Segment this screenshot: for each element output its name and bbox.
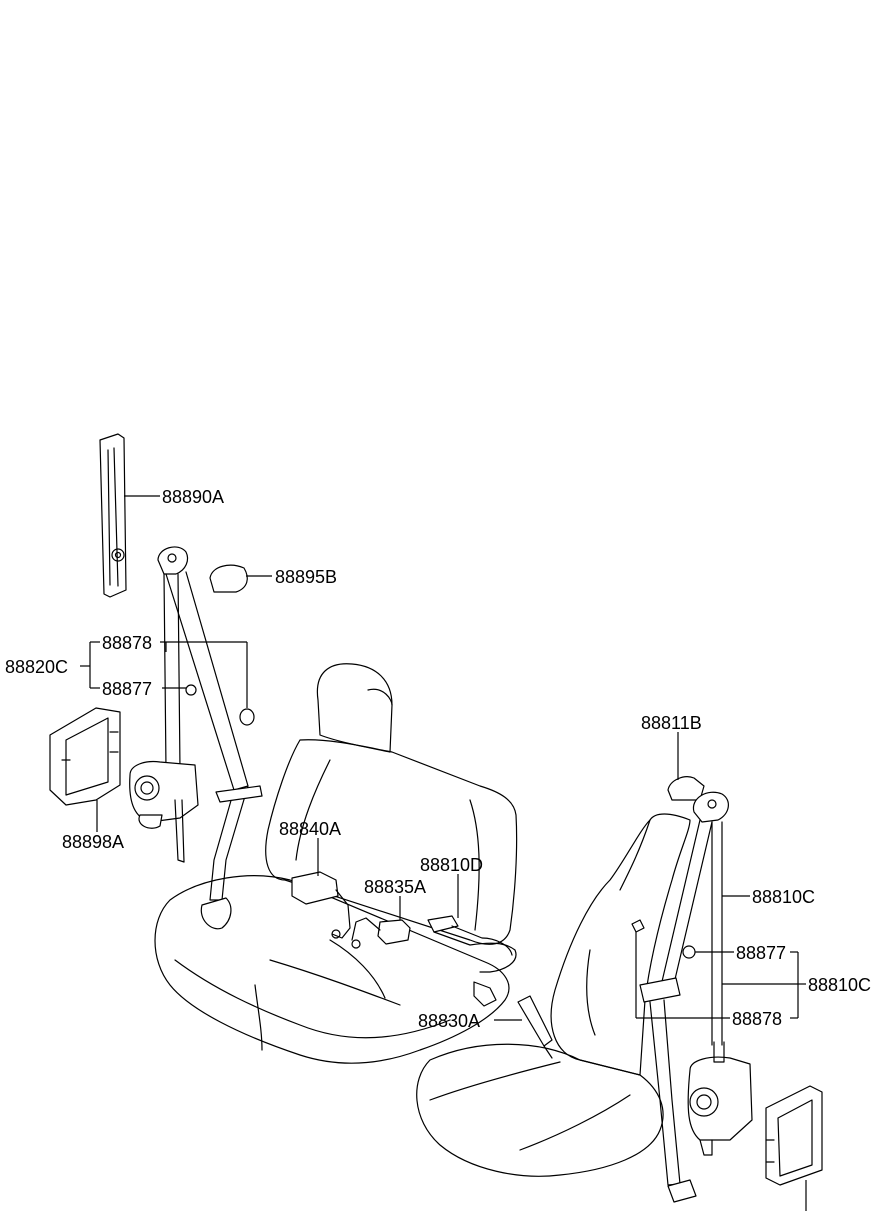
right-belt-assembly-88810C bbox=[631, 791, 753, 1203]
label-88811B: 88811B bbox=[641, 713, 702, 733]
leader-lines bbox=[80, 495, 807, 1211]
label-88810C-upper: 88810C bbox=[752, 887, 815, 907]
label-88878-right: 88878 bbox=[732, 1009, 782, 1029]
label-88810D: 88810D bbox=[420, 855, 483, 875]
buckle-88840A bbox=[291, 871, 351, 939]
label-88877-left: 88877 bbox=[102, 679, 152, 699]
part-labels: 88890A 88895B 88820C 88878 88877 88898A … bbox=[5, 487, 871, 1031]
label-88878-left: 88878 bbox=[102, 633, 152, 653]
trim-cover-right bbox=[765, 1085, 823, 1186]
label-88830A: 88830A bbox=[418, 1011, 480, 1031]
left-belt-assembly-88820C bbox=[129, 546, 263, 930]
buckle-88835A bbox=[351, 917, 411, 949]
trim-cover-88898A bbox=[49, 707, 121, 806]
anchor-cover-88895B bbox=[209, 564, 248, 593]
center-belt-88810D bbox=[427, 915, 517, 1007]
right-seat-drawing bbox=[416, 813, 691, 1177]
anchor-cover-88811B bbox=[667, 776, 705, 801]
label-88898A: 88898A bbox=[62, 832, 124, 852]
label-88890A: 88890A bbox=[162, 487, 224, 507]
label-88895B: 88895B bbox=[275, 567, 337, 587]
label-88820C: 88820C bbox=[5, 657, 68, 677]
label-88835A: 88835A bbox=[364, 877, 426, 897]
label-88810C-lower: 88810C bbox=[808, 975, 871, 995]
buckle-88830A bbox=[517, 995, 553, 1059]
label-88840A: 88840A bbox=[279, 819, 341, 839]
left-seat-drawing bbox=[154, 663, 518, 1064]
pillar-trim-88890A bbox=[99, 433, 127, 598]
label-88877-right: 88877 bbox=[736, 943, 786, 963]
